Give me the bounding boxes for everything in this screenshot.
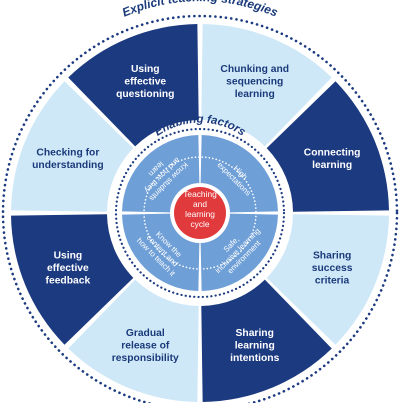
strategy-label-line: effective [47, 263, 89, 274]
factor-segment-know-the-content-and-how-to-teach-it [122, 213, 200, 291]
strategy-label-line: Using [54, 251, 83, 262]
strategy-labels: Chunking andsequencinglearningConnecting… [32, 64, 360, 364]
strategy-label-line: learning [235, 89, 275, 100]
inner-dotted-ring [114, 127, 286, 299]
strategy-segment-using-effective-feedback [11, 214, 134, 345]
strategy-label-line: Sharing [236, 328, 274, 339]
core-line: learning [185, 209, 215, 219]
outer-dotted-ring [1, 14, 399, 403]
strategy-segments [11, 24, 389, 402]
core-line: Teaching [183, 189, 217, 199]
strategy-segment-connecting-learning [266, 81, 389, 212]
core-circle [174, 187, 226, 239]
strategy-segment-using-effective-questioning [68, 24, 199, 147]
factor-dotted-ring [143, 156, 257, 270]
strategy-label-line: Connecting [304, 148, 361, 159]
strategy-segment-checking-for-understanding [11, 81, 134, 212]
strategy-label-line: understanding [32, 160, 104, 171]
strategy-label-line: release of [121, 341, 170, 352]
strategy-label-line: criteria [315, 276, 350, 287]
strategy-label-line: feedback [46, 276, 91, 287]
strategy-label-line: learning [312, 160, 352, 171]
strategy-segment-gradual-release-of-responsibility [68, 279, 199, 402]
strategy-label-line: success [312, 263, 353, 274]
factor-segment-know-students-and-how-they-learn [122, 135, 200, 213]
core-line: and [193, 199, 207, 209]
core-line: cycle [190, 219, 209, 229]
strategy-label-line: intentions [230, 353, 279, 364]
strategy-label-line: Checking for [36, 148, 99, 159]
strategy-segment-sharing-learning-intentions [201, 279, 332, 402]
strategy-segment-sharing-success-criteria [266, 214, 389, 345]
strategy-label-line: Chunking and [220, 64, 289, 75]
strategy-label-line: responsibility [112, 353, 179, 364]
strategy-label-line: sequencing [226, 76, 283, 87]
core-label: Teaching and learning cycle [183, 189, 217, 229]
factor-segment-safe-inclusive-learning-environment [200, 213, 278, 291]
strategy-label-line: learning [235, 341, 275, 352]
strategy-label-line: Using [131, 64, 160, 75]
strategy-label-line: Sharing [313, 251, 351, 262]
strategy-label-line: Gradual [126, 328, 165, 339]
strategy-label-line: questioning [116, 89, 174, 100]
strategy-label-line: effective [124, 76, 166, 87]
strategy-segment-chunking-and-sequencing-learning [201, 24, 332, 147]
